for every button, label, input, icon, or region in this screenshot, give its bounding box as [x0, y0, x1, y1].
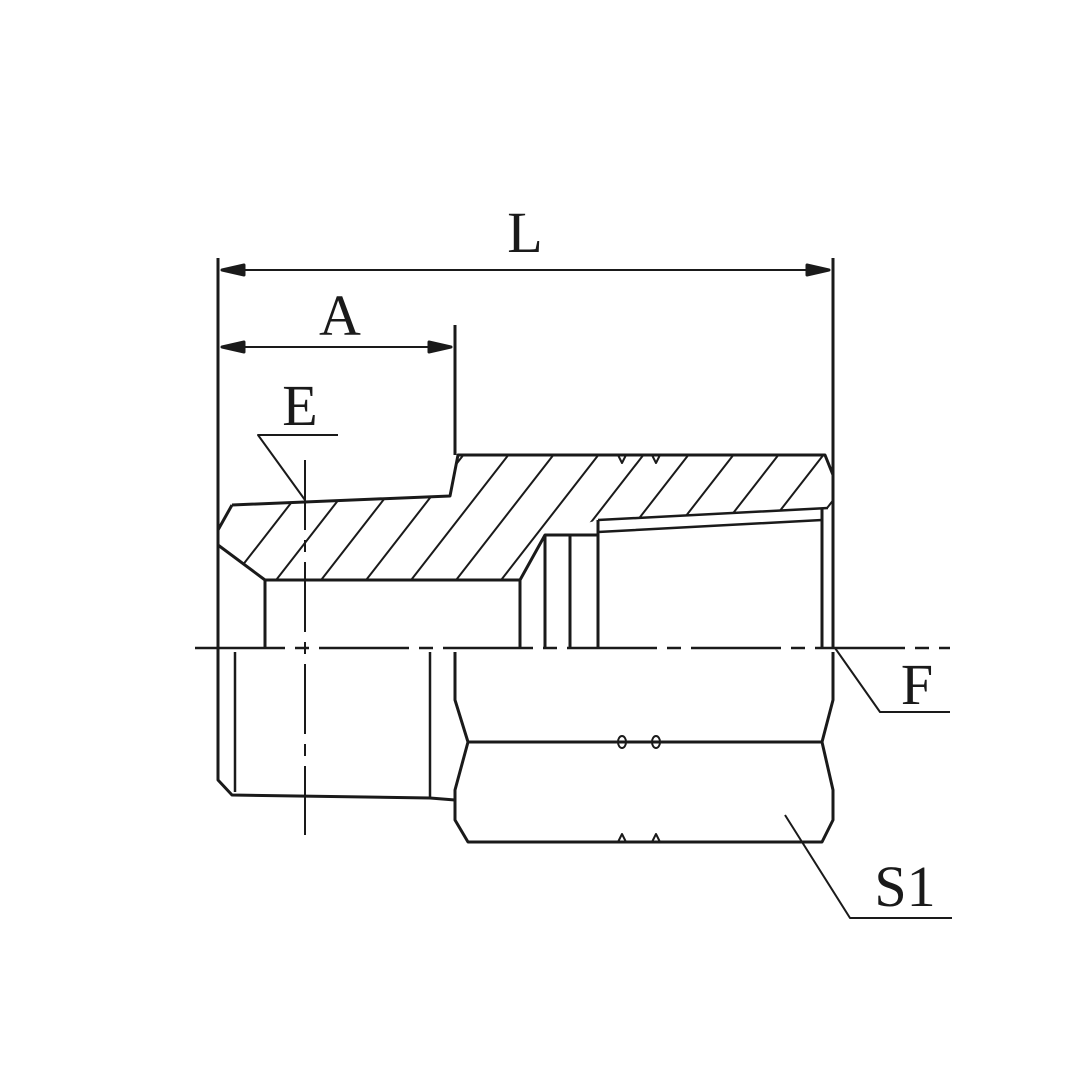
hatching [218, 455, 833, 580]
leader-e [257, 434, 338, 501]
label-f: F [901, 652, 933, 717]
leader-s1 [784, 814, 952, 919]
label-a: A [319, 283, 361, 348]
dimension-l [216, 258, 835, 648]
label-s1: S1 [874, 854, 935, 919]
leader-f [834, 647, 950, 713]
label-e: E [282, 373, 317, 438]
section-view [216, 453, 835, 648]
label-l: L [507, 200, 542, 265]
outside-view [216, 454, 835, 844]
dimension-a [220, 325, 457, 455]
